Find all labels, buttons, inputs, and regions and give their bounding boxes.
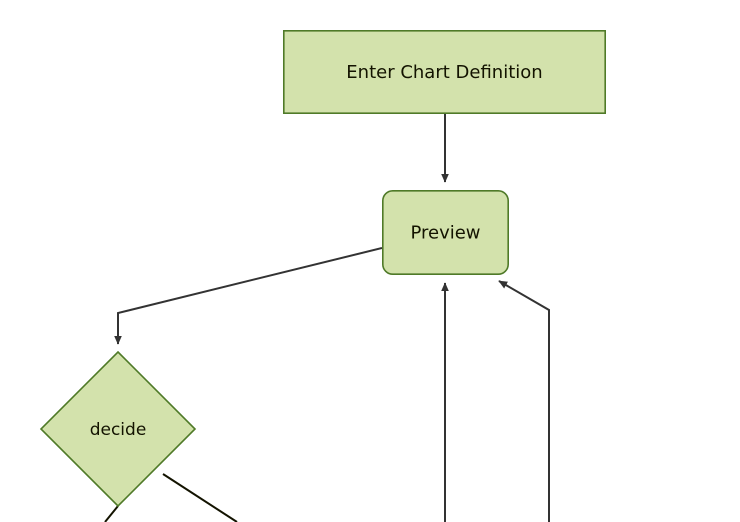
node-preview-shape (381, 190, 509, 276)
node-layer: Enter Chart Definition Preview decide (39, 29, 606, 508)
edge-decide-bottom-out (104, 505, 119, 522)
edge-decide-right-out (162, 473, 238, 522)
node-enter-chart-definition[interactable]: Enter Chart Definition (282, 29, 606, 115)
edge-layer (104, 114, 550, 522)
node-preview-label: Preview (410, 223, 480, 244)
node-decide-label: decide (90, 420, 147, 440)
node-enter-chart-definition-shape (282, 29, 606, 115)
node-decide[interactable]: decide (39, 350, 197, 508)
edge-preview-to-decide (114, 247, 383, 345)
edge-bottom-right-to-preview (498, 280, 550, 522)
node-decide-shape (39, 350, 197, 508)
node-enter-chart-definition-label: Enter Chart Definition (346, 62, 542, 83)
node-preview[interactable]: Preview (381, 190, 509, 276)
